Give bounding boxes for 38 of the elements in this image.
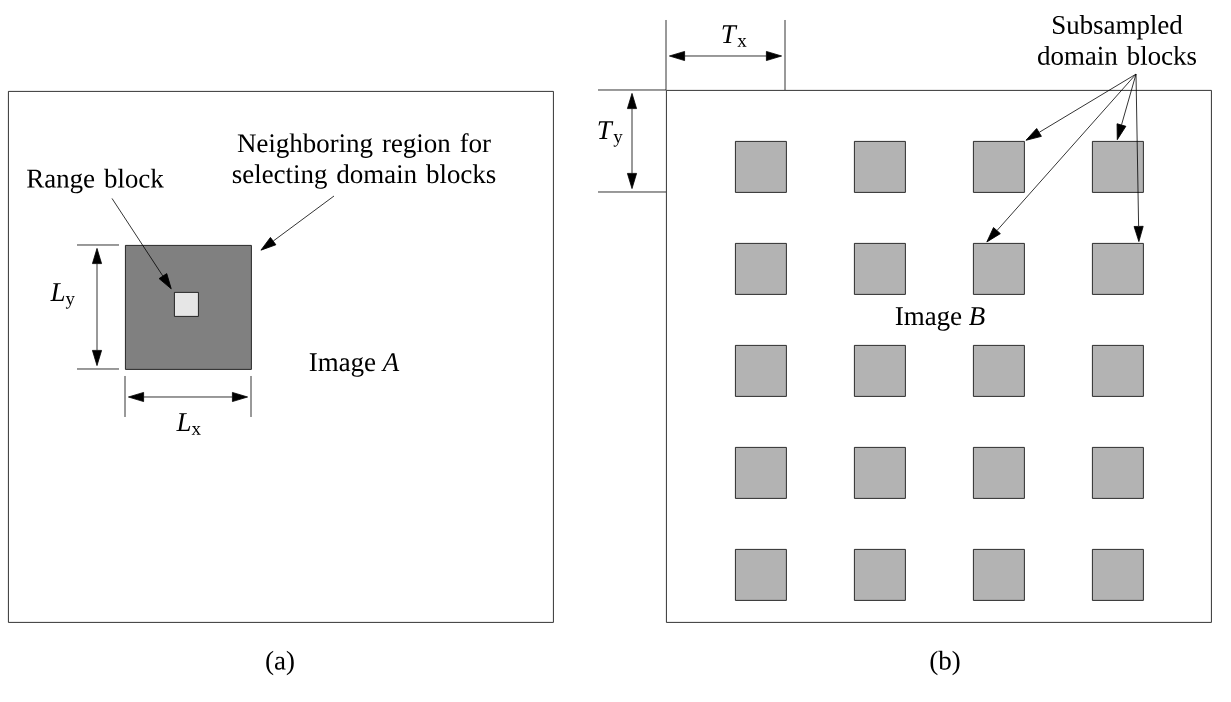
callout-text: Subsampled domain blocks — [1038, 15, 1196, 65]
domain-block — [854, 141, 906, 193]
range-block — [174, 292, 199, 317]
domain-block — [1092, 447, 1144, 499]
domain-block — [973, 141, 1025, 193]
domain-block — [1092, 243, 1144, 295]
domain-block — [1092, 549, 1144, 601]
dimension-label: T$_{y}$ — [598, 121, 623, 147]
domain-block — [854, 345, 906, 397]
leader-arrow — [260, 195, 335, 251]
domain-block — [735, 447, 787, 499]
domain-block — [735, 141, 787, 193]
dimension-label: L$_{x}$ — [176, 413, 201, 435]
panel-caption: (a) — [266, 650, 294, 676]
domain-block — [973, 447, 1025, 499]
domain-block — [1092, 345, 1144, 397]
domain-block — [973, 345, 1025, 397]
image-label: Image A — [309, 353, 400, 377]
leader-arrow — [111, 198, 172, 290]
domain-block — [854, 243, 906, 295]
region-block — [125, 245, 252, 370]
domain-block — [973, 549, 1025, 601]
panel-caption: (b) — [930, 650, 960, 676]
callout-text: Range block — [27, 168, 164, 194]
domain-block — [735, 243, 787, 295]
dimension-label: L$_{y}$ — [50, 283, 75, 309]
domain-block — [735, 549, 787, 601]
domain-block — [1092, 141, 1144, 193]
dimension-label: T$_{x}$ — [722, 25, 747, 47]
leader-arrow — [1133, 73, 1144, 242]
leader-arrow — [986, 73, 1137, 243]
callout-text: Neighboring region for selecting domain blocks — [232, 133, 496, 189]
leader-arrow — [1025, 73, 1137, 141]
domain-block — [854, 549, 906, 601]
domain-block — [854, 447, 906, 499]
image-label: Image B — [895, 307, 985, 331]
domain-block — [735, 345, 787, 397]
domain-block — [973, 243, 1025, 295]
